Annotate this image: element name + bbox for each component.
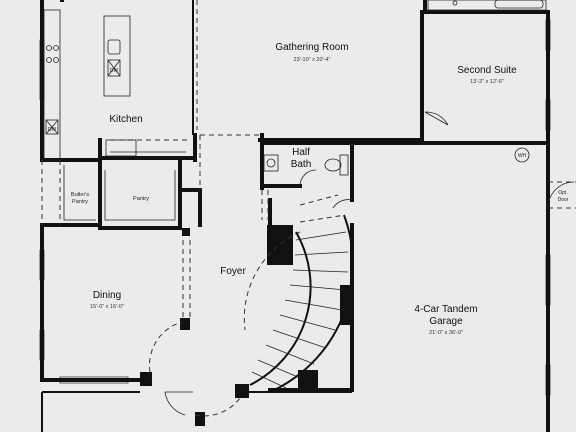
lower-walls (41, 391, 352, 432)
half-bath-label-line2: Bath (291, 159, 312, 170)
half-bath-fixtures (263, 154, 349, 187)
front-door (164, 391, 193, 416)
half-bath-label-line1: Half (292, 147, 310, 158)
optional-door-label-line1: Opt. (558, 190, 567, 196)
kitchen-label: Kitchen (109, 114, 142, 125)
dishwasher-label: DW (110, 68, 119, 74)
butlers-pantry-label-line2: Pantry (72, 199, 88, 205)
optional-door (547, 181, 576, 209)
dining-label: Dining (93, 290, 121, 301)
suite-fixtures (424, 0, 547, 126)
optional-door-label-line2: Door (558, 197, 569, 203)
staircase (249, 194, 354, 393)
kitchen-fixtures (43, 9, 186, 161)
water-heater-label: WH (518, 153, 527, 159)
second-suite-dims: 13'-2" x 12'-6" (470, 79, 504, 85)
wall-blocks (140, 225, 354, 426)
gathering-room-dims: 23'-10" x 20'-4" (294, 57, 331, 63)
pantry-shelves (63, 165, 176, 221)
dining-dims: 15'-0" x 16'-0" (90, 304, 124, 310)
pantry-label: Pantry (133, 196, 149, 202)
dashed-openings (41, 0, 301, 417)
garage-dims: 21'-0" x 36'-0" (429, 330, 463, 336)
foyer-label: Foyer (220, 266, 246, 277)
water-heater (514, 147, 530, 163)
butlers-pantry-label-line1: Butler's (71, 192, 89, 198)
second-suite-label: Second Suite (457, 65, 517, 76)
garage-label-line2: Garage (429, 316, 463, 327)
dishwasher-label-2: DW (48, 127, 57, 133)
garage-label-line1: 4-Car Tandem (414, 304, 477, 315)
gathering-room-label: Gathering Room (275, 42, 348, 53)
